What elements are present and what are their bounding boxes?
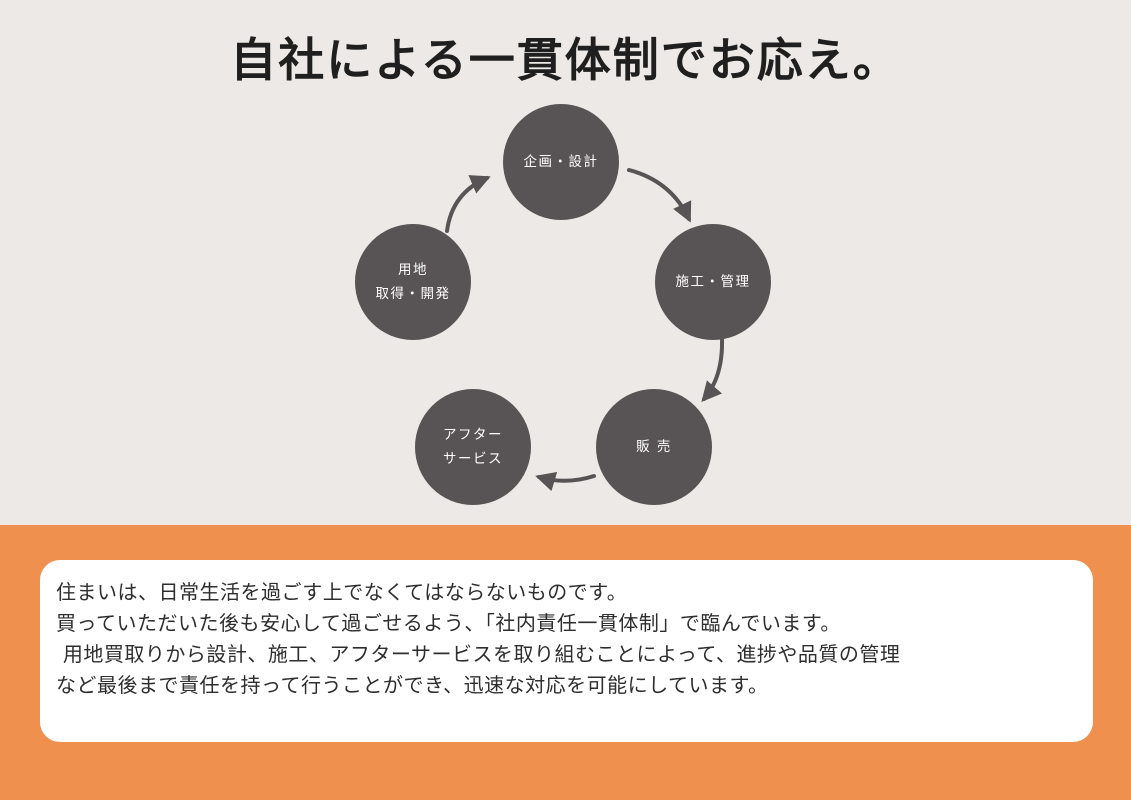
diagram-section: 自社による一貫体制でお応え。 企画・設計 施工・管理 販 売 アフター サービス… (0, 0, 1131, 525)
diagram-node-planning-design: 企画・設計 (503, 104, 619, 220)
diagram-node-sales: 販 売 (596, 389, 712, 505)
diagram-node-construction-management: 施工・管理 (655, 224, 771, 340)
node-label-line2: サービス (443, 451, 503, 467)
node-label: 販 売 (636, 438, 672, 455)
description-line: 買っていただいた後も安心して過ごせるよう、「社内責任一貫体制」で臨んでいます。 (56, 611, 841, 635)
arrow-land-to-planning (445, 175, 491, 233)
node-label: アフター (443, 426, 503, 443)
description-line: など最後まで責任を持って行うことができ、迅速な対応を可能にしています。 (56, 673, 769, 697)
arrow-sales-to-after-service (535, 471, 596, 492)
node-label: 施工・管理 (675, 273, 751, 290)
node-label: 企画・設計 (523, 153, 599, 170)
arrow-planning-to-construction (627, 168, 692, 223)
description-line: 用地買取りから設計、施工、アフターサービスを取り組むことによって、進捗や品質の管… (56, 642, 901, 666)
diagram-node-after-service: アフター サービス (415, 389, 531, 505)
node-label: 用地 (398, 261, 428, 278)
arrow-construction-to-sales (701, 337, 725, 403)
description-line: 住まいは、日常生活を過ごす上でなくてはならないものです。 (56, 580, 628, 604)
description-section: 住まいは、日常生活を過ごす上でなくてはならないものです。 買っていただいた後も安… (0, 525, 1131, 800)
diagram-node-land-acquisition-development: 用地 取得・開発 (355, 224, 471, 340)
description-card: 住まいは、日常生活を過ごす上でなくてはならないものです。 買っていただいた後も安… (40, 560, 1093, 742)
node-label-line2: 取得・開発 (375, 286, 451, 302)
page-title: 自社による一貫体制でお応え。 (230, 33, 901, 87)
